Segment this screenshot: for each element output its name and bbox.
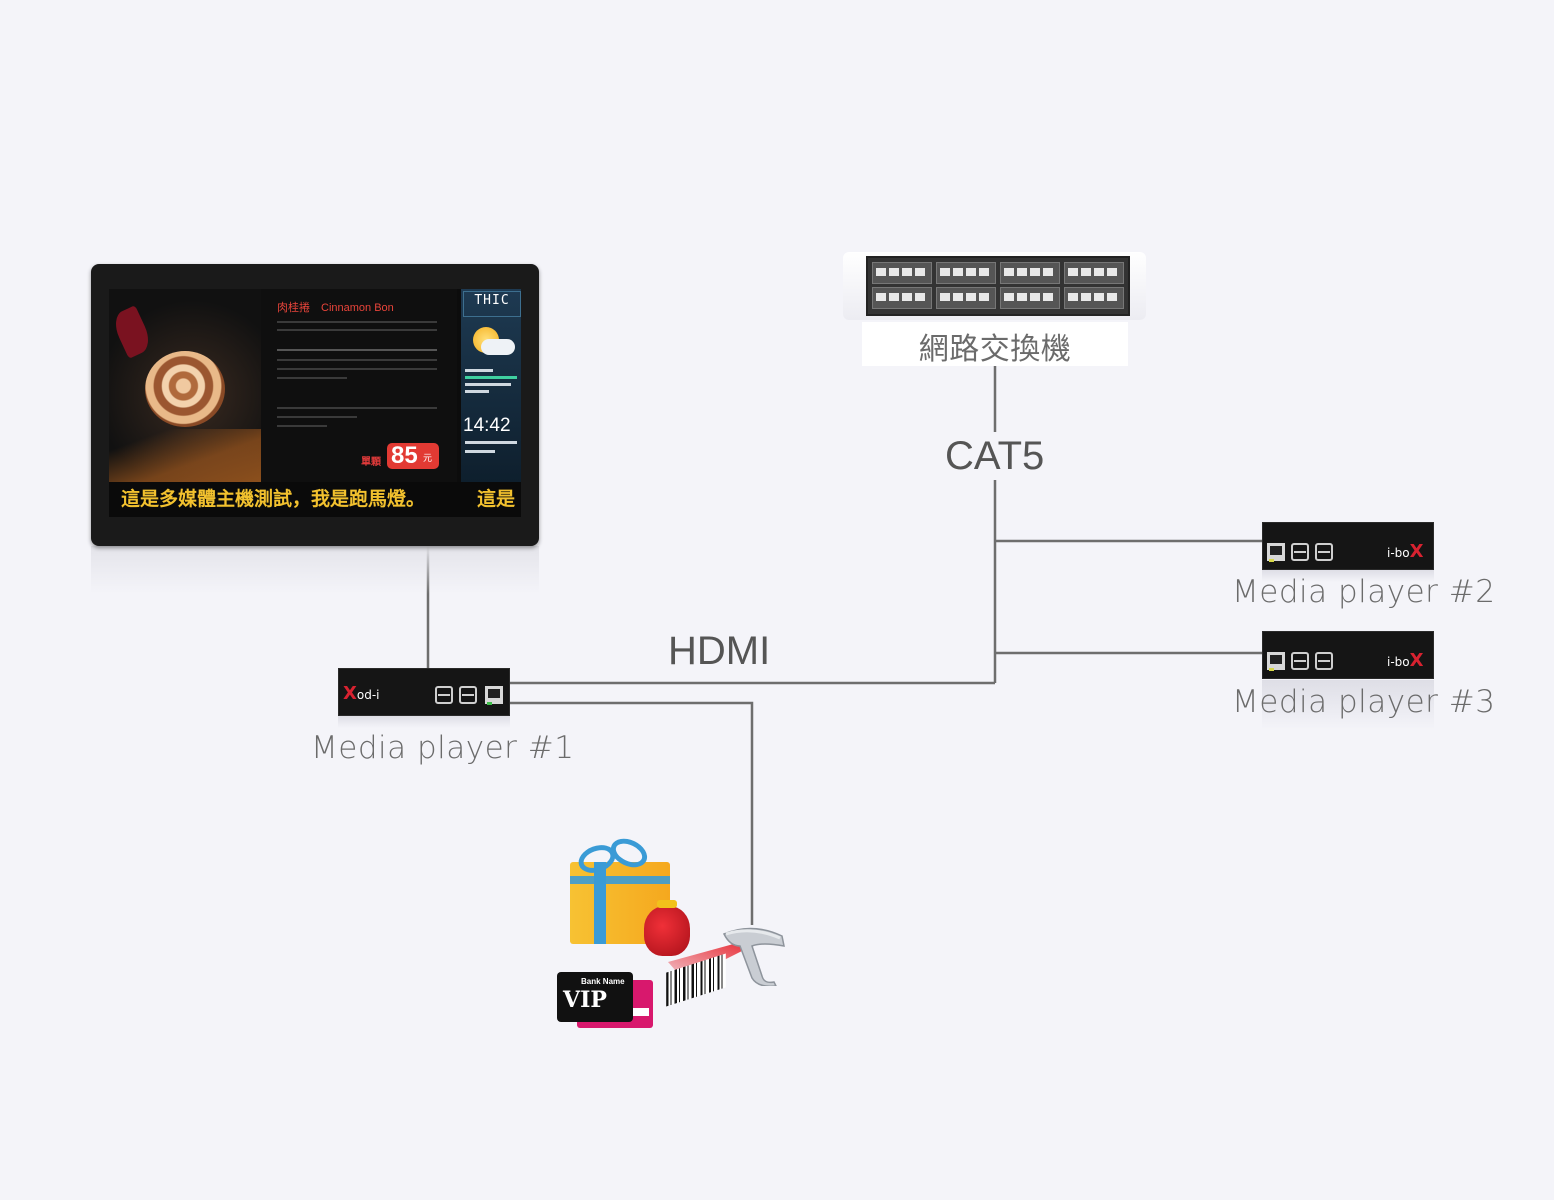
description-line xyxy=(277,321,437,323)
leaf-decoration xyxy=(109,305,155,359)
port-led-icon xyxy=(487,702,492,705)
monitor-reflection xyxy=(91,546,539,594)
player1-to-scanner-line xyxy=(509,701,754,925)
x-logo-icon: X xyxy=(1409,541,1424,562)
weather-line xyxy=(465,369,493,372)
info-sidebar: THIC 14:42 xyxy=(461,289,521,482)
player2-reflection xyxy=(1262,570,1434,582)
media-player-2: i-boX xyxy=(1262,522,1434,570)
spice-decoration xyxy=(109,429,261,482)
ingredients-line xyxy=(277,416,357,418)
player2-logo: i-boX xyxy=(1387,541,1424,562)
player1-reflection xyxy=(338,716,510,728)
usb-port-icon xyxy=(1291,652,1309,670)
price-currency: 元 xyxy=(423,453,433,463)
media-player-1: Xod-i xyxy=(338,668,510,716)
switch-port-group xyxy=(1064,287,1124,309)
barcode-scanner-icon xyxy=(722,927,785,986)
dish-title: 肉桂捲 Cinnamon Bon xyxy=(277,302,394,314)
marquee-text-tail: 這是 xyxy=(476,489,515,510)
product-info-panel: 肉桂捲 Cinnamon Bon 單顆 85 元 xyxy=(261,289,457,482)
price-unit-label: 單顆 xyxy=(361,457,381,468)
switch-port-group xyxy=(872,262,932,284)
media-player-3: i-boX xyxy=(1262,631,1434,679)
usb-port-icon xyxy=(435,686,453,704)
usb-port-icon xyxy=(1315,543,1333,561)
switch-port-group xyxy=(1064,262,1124,284)
ethernet-port-icon xyxy=(1267,543,1285,561)
ingredients-line xyxy=(277,407,437,409)
usb-port-icon xyxy=(1291,543,1309,561)
gift-ribbon xyxy=(594,862,606,944)
brand-name: THIC xyxy=(474,293,510,308)
switch-port-group xyxy=(936,262,996,284)
brand-logo: THIC xyxy=(463,291,521,317)
port-led-icon xyxy=(1269,559,1274,562)
cat5-label: CAT5 xyxy=(945,434,1045,478)
usb-port-icon xyxy=(459,686,477,704)
player1-logo-text: od-i xyxy=(356,688,380,702)
switch-port-group xyxy=(1000,262,1060,284)
player1-label: Media player #1 xyxy=(311,730,575,766)
cinnamon-bun-image xyxy=(145,351,225,427)
vip-card-icon: Bank Name VIP xyxy=(557,972,633,1022)
display-monitor: 肉桂捲 Cinnamon Bon 單顆 85 元 THIC xyxy=(91,264,539,546)
lucky-bag-tie xyxy=(657,900,677,908)
usb-port-icon xyxy=(1315,652,1333,670)
card-vip-text: VIP xyxy=(563,987,607,1013)
weather-line xyxy=(465,376,517,379)
player2-logo-text: i-bo xyxy=(1387,546,1410,560)
player3-label: Media player #3 xyxy=(1232,684,1496,720)
signage-screen: 肉桂捲 Cinnamon Bon 單顆 85 元 THIC xyxy=(109,289,521,517)
player1-logo: Xod-i xyxy=(343,683,380,704)
switch-port-group xyxy=(872,287,932,309)
weather-line xyxy=(465,383,511,386)
player3-logo-text: i-bo xyxy=(1387,655,1410,669)
player3-logo: i-boX xyxy=(1387,650,1424,671)
weather-line xyxy=(465,390,489,393)
price-badge: 85 元 xyxy=(387,443,439,469)
date-line xyxy=(465,441,517,444)
nutrition-table xyxy=(277,349,437,351)
network-switch-device xyxy=(866,256,1130,316)
nutrition-row xyxy=(277,368,437,370)
switch-label: 網路交換機 xyxy=(918,332,1072,367)
food-photo xyxy=(109,289,261,482)
player3-reflection xyxy=(1262,680,1434,730)
ethernet-port-icon xyxy=(485,686,503,704)
description-line xyxy=(277,329,437,331)
ethernet-port-icon xyxy=(1267,652,1285,670)
hdmi-label: HDMI xyxy=(668,629,771,673)
nutrition-row xyxy=(277,377,347,379)
port-led-icon xyxy=(1269,668,1274,671)
card-stripe xyxy=(623,1008,649,1016)
marquee-ticker: 這是多媒體主機測試，我是跑馬燈。 這是 xyxy=(109,482,521,517)
marquee-text: 這是多媒體主機測試，我是跑馬燈。 xyxy=(121,489,426,510)
gift-ribbon xyxy=(570,876,670,884)
humidity-line xyxy=(465,450,495,453)
x-logo-icon: X xyxy=(343,683,357,704)
x-logo-icon: X xyxy=(1409,650,1424,671)
switch-port-group xyxy=(1000,287,1060,309)
ingredients-line xyxy=(277,425,327,427)
clock-time: 14:42 xyxy=(463,415,511,436)
cloud-icon xyxy=(481,339,515,355)
price-value: 85 xyxy=(391,442,418,469)
switch-label-background xyxy=(862,322,1128,366)
lucky-bag-icon xyxy=(644,900,690,956)
player2-label: Media player #2 xyxy=(1232,574,1496,610)
nutrition-row xyxy=(277,359,437,361)
switch-port-group xyxy=(936,287,996,309)
card-bank-name: Bank Name xyxy=(581,977,625,986)
